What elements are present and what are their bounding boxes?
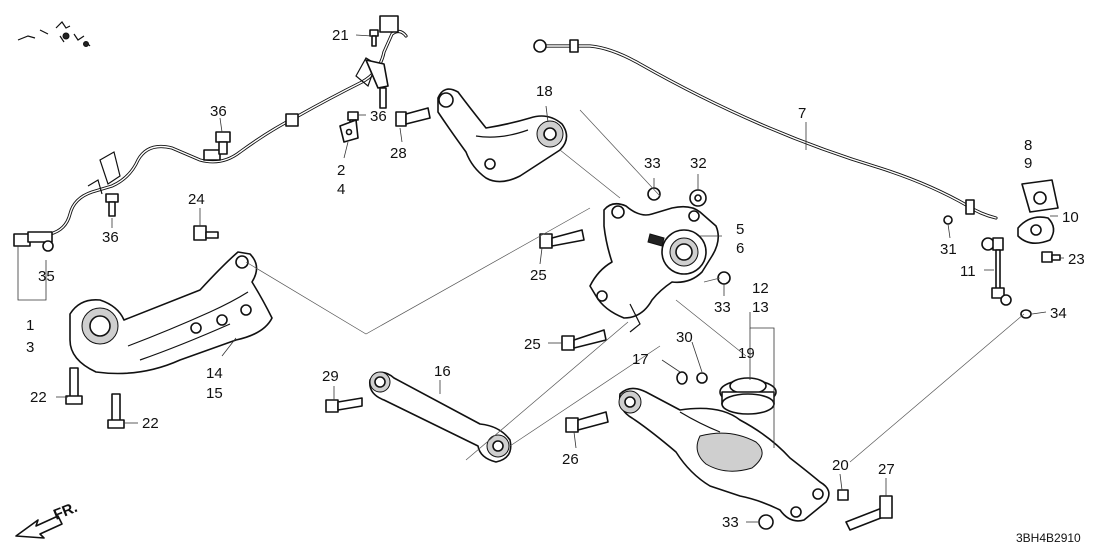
label-10: 10	[1062, 209, 1079, 226]
label-31: 31	[940, 241, 957, 258]
label-24: 24	[188, 191, 205, 208]
part-labels: 21 36 36 36 2 4 28 24 35 1 3 14 15 22 22…	[26, 27, 1085, 545]
bolt-22-a	[65, 367, 83, 405]
label-3: 3	[26, 339, 34, 356]
label-14: 14	[206, 365, 223, 382]
label-19: 19	[738, 345, 755, 362]
bushing	[1021, 179, 1059, 213]
bolt-25-top	[539, 229, 585, 249]
nut-35	[42, 240, 54, 252]
label-34: 34	[1050, 305, 1067, 322]
label-36-mid: 36	[370, 108, 387, 125]
label-33-top: 33	[644, 155, 661, 172]
trailing-link	[368, 371, 512, 463]
lower-control-arm	[618, 387, 830, 522]
nut-34	[1020, 309, 1032, 319]
label-8: 8	[1024, 137, 1032, 154]
label-15: 15	[206, 385, 223, 402]
label-16: 16	[434, 363, 451, 380]
label-5: 5	[736, 221, 744, 238]
diagram-code: 3BH4B2910	[1016, 531, 1081, 545]
label-23: 23	[1068, 251, 1085, 268]
label-13: 13	[752, 299, 769, 316]
label-18: 18	[536, 83, 553, 100]
label-6: 6	[736, 240, 744, 257]
label-36-left: 36	[102, 229, 119, 246]
bolt-36-left	[105, 193, 119, 217]
label-25-top: 25	[530, 267, 547, 284]
construction-lines	[245, 109, 1025, 463]
nut-32	[689, 189, 707, 207]
bolt-27	[845, 495, 893, 531]
bushing-bracket	[1017, 216, 1055, 244]
label-22-a: 22	[30, 389, 47, 406]
label-20: 20	[832, 457, 849, 474]
label-9: 9	[1024, 155, 1032, 172]
leader-lines	[17, 34, 1064, 523]
label-26: 26	[562, 451, 579, 468]
bolt-28	[395, 107, 431, 127]
bolt-22-b	[107, 393, 125, 429]
nut-31	[943, 215, 953, 225]
bolt-29	[325, 397, 363, 413]
label-1: 1	[26, 317, 34, 334]
label-30: 30	[676, 329, 693, 346]
nut-30	[696, 372, 708, 384]
front-direction-arrow: FR.	[15, 499, 80, 539]
bolt-23	[1041, 251, 1061, 263]
nut-33-bottom	[758, 514, 774, 530]
label-29: 29	[322, 368, 339, 385]
label-36-top: 36	[210, 103, 227, 120]
label-25-bottom: 25	[524, 336, 541, 353]
label-28: 28	[390, 145, 407, 162]
label-22-b: 22	[142, 415, 159, 432]
stabilizer-bar	[533, 39, 998, 220]
bolt-25-bottom	[561, 329, 607, 351]
bolt-24	[193, 225, 219, 241]
upper-arm	[437, 88, 568, 183]
label-27: 27	[878, 461, 895, 478]
label-35: 35	[38, 268, 55, 285]
spring-seat	[719, 377, 777, 415]
label-17: 17	[632, 351, 649, 368]
bolt-21	[369, 29, 379, 47]
sensor-cable	[13, 15, 408, 247]
label-4: 4	[337, 181, 345, 198]
label-33-bottom: 33	[722, 514, 739, 531]
label-12: 12	[752, 280, 769, 297]
bracket-2	[339, 119, 359, 143]
direction-label: FR.	[51, 499, 80, 524]
label-11: 11	[960, 263, 976, 280]
corner-mark	[17, 21, 91, 47]
knuckle	[589, 202, 720, 333]
nut-17	[676, 371, 688, 385]
label-2: 2	[337, 162, 345, 179]
bolt-20	[837, 489, 849, 501]
bolt-26	[565, 411, 609, 433]
label-21: 21	[332, 27, 349, 44]
bolt-36-top	[215, 131, 231, 155]
label-33-mid: 33	[714, 299, 731, 316]
lower-arm-left	[69, 251, 273, 375]
stabilizer-link	[981, 237, 1012, 306]
label-7: 7	[798, 105, 806, 122]
label-32: 32	[690, 155, 707, 172]
